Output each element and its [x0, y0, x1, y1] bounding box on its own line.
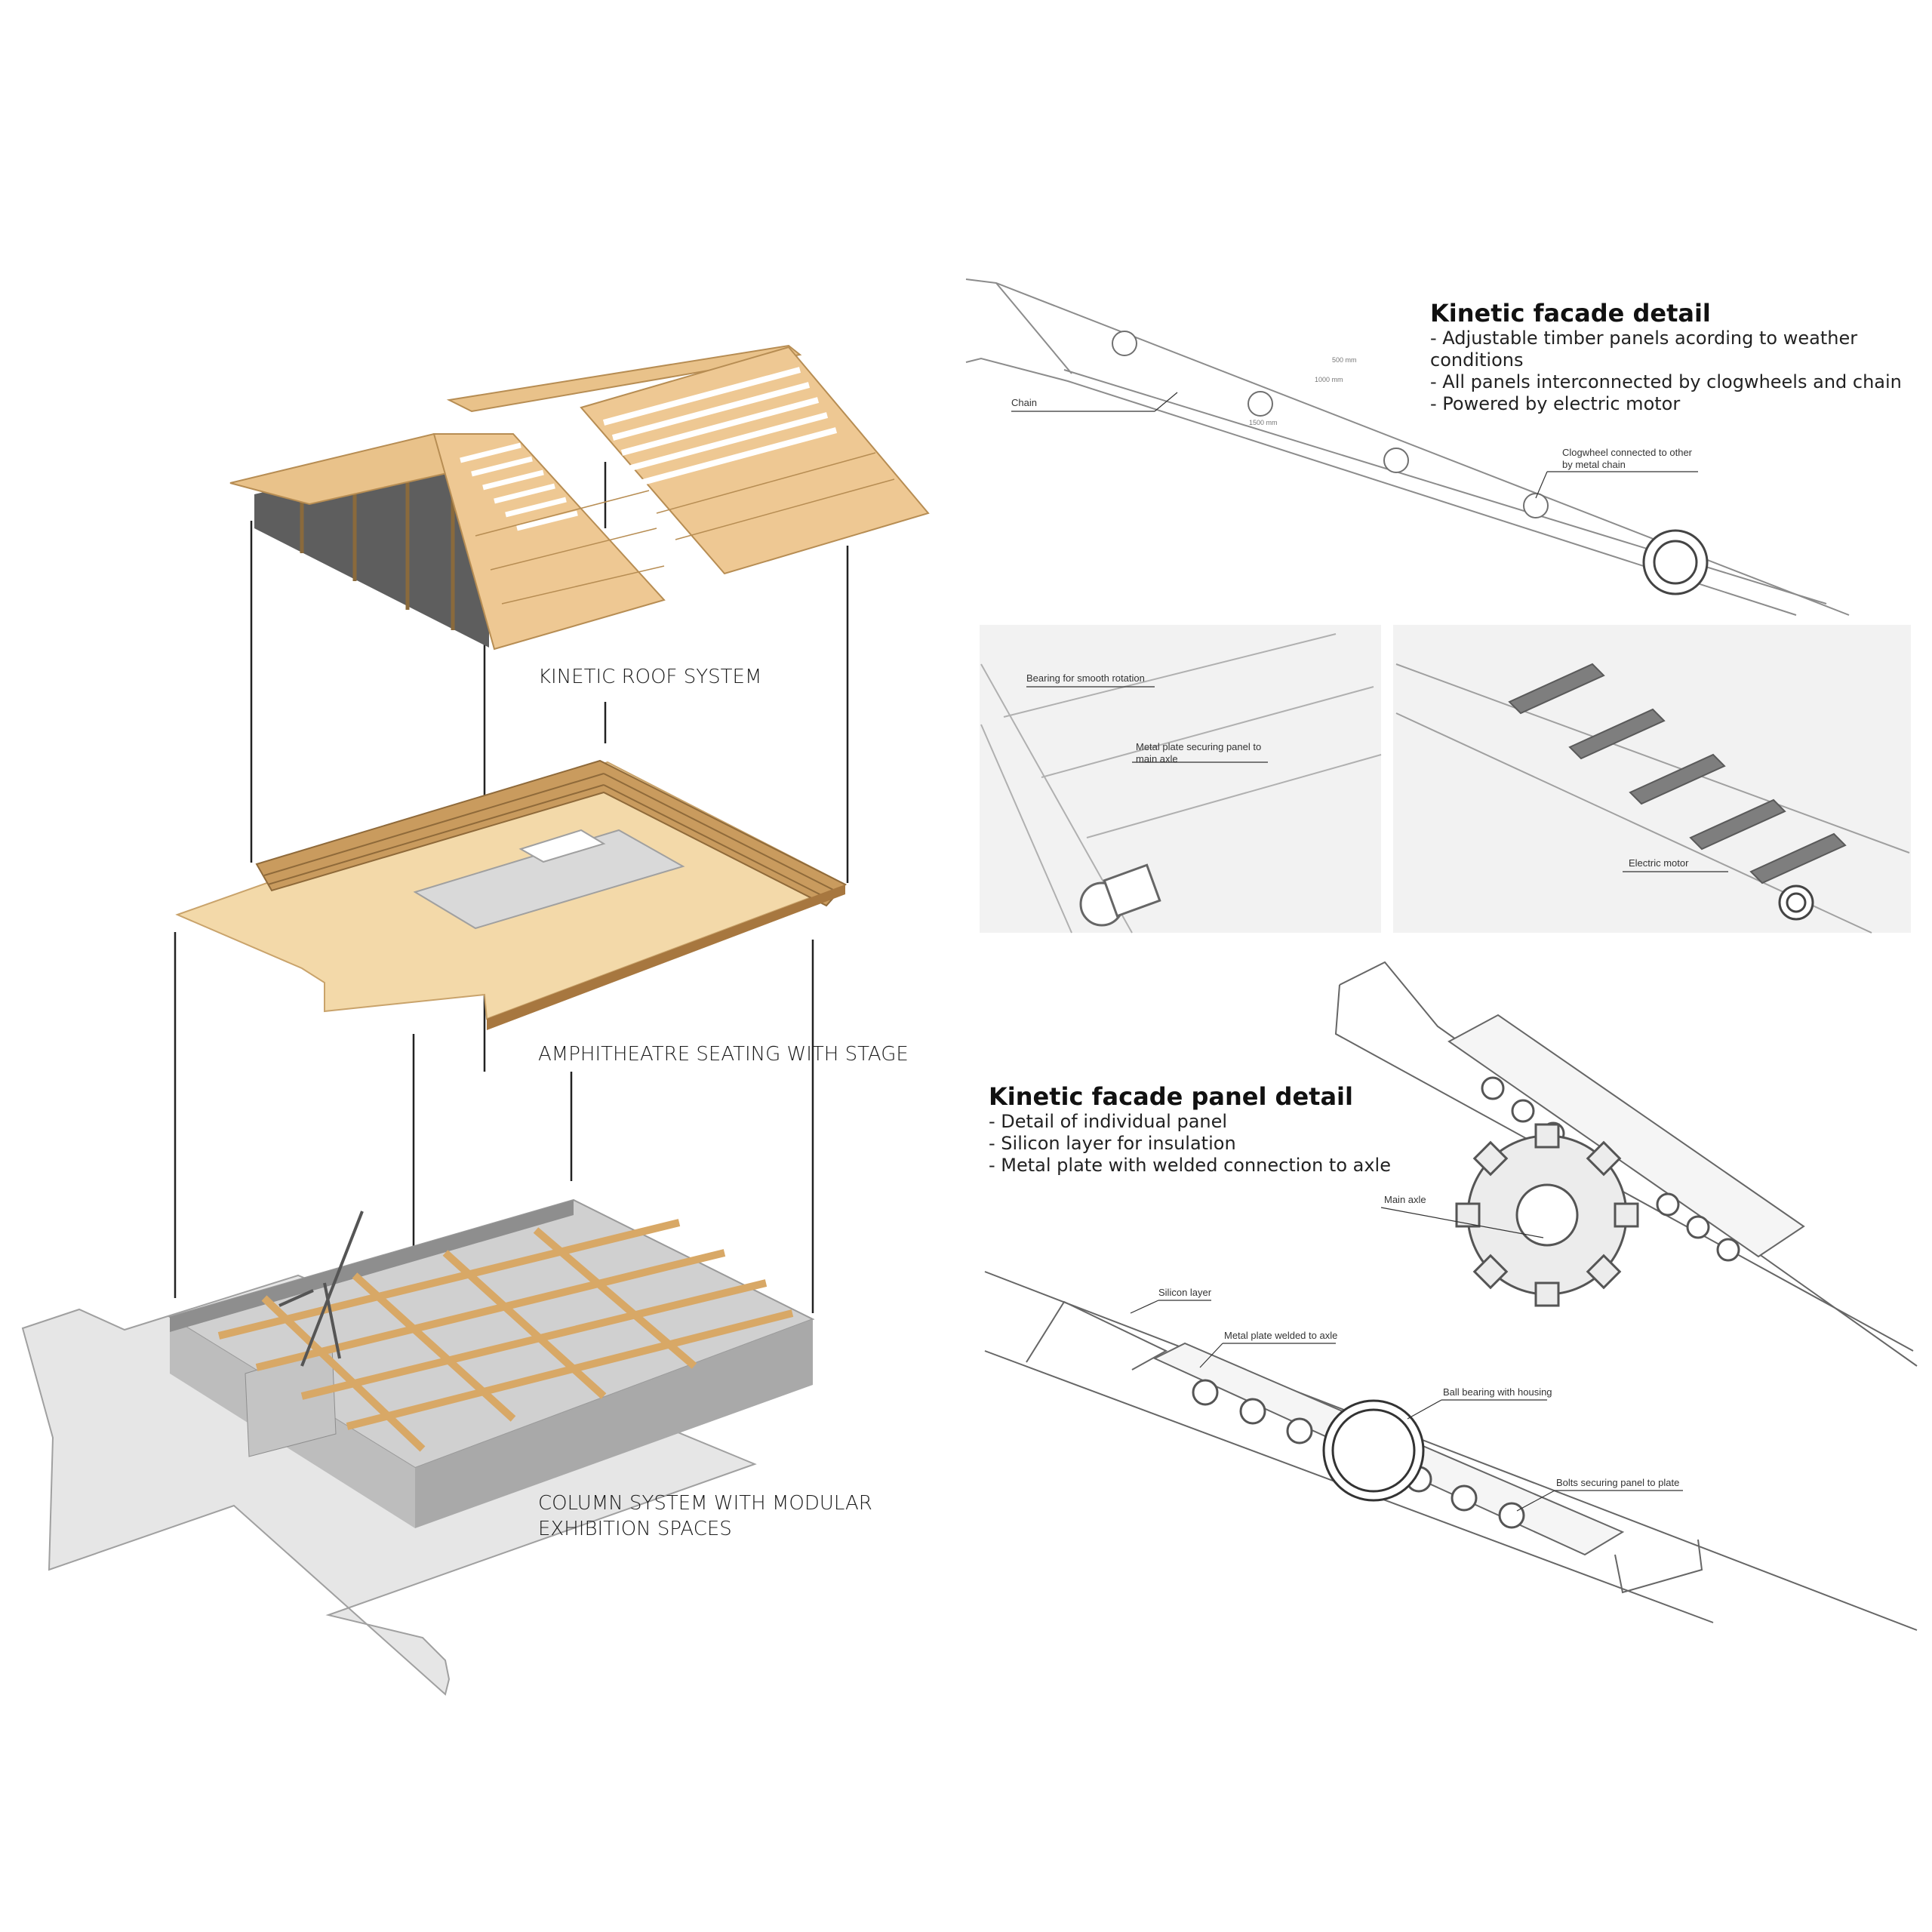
roof-right-gable	[446, 344, 930, 575]
base-wall-south	[415, 1319, 813, 1528]
kinetic-facade-title: Kinetic facade detail	[1430, 299, 1711, 328]
lower-plate-bolts	[1192, 1379, 1525, 1529]
louver-panels	[1508, 663, 1847, 884]
base-wall-north	[170, 1200, 574, 1332]
upper-plate	[1447, 1014, 1805, 1258]
bolts-callout: Bolts securing panel to plate	[1556, 1477, 1680, 1488]
dimension-1: 1500 mm	[1249, 419, 1278, 426]
motor-callout: Electric motor	[1629, 857, 1689, 869]
dimension-2: 500 mm	[1332, 356, 1357, 364]
ball-bearing	[1322, 1399, 1425, 1502]
plate-callout-line1: Metal plate securing panel to	[1136, 741, 1262, 752]
roof-left-gable	[229, 432, 666, 651]
stage-gray-panel-2	[518, 829, 606, 863]
amphitheatre-platform	[175, 759, 848, 1030]
timber-column-grid	[217, 1219, 794, 1452]
clogwheels	[1112, 331, 1549, 518]
right-roof-louvers	[602, 367, 838, 486]
plate-welded-callout: Metal plate welded to axle	[1224, 1330, 1338, 1341]
column-system-base	[21, 1198, 815, 1696]
detail-view-right	[1393, 625, 1911, 933]
main-axle-callout: Main axle	[1384, 1194, 1426, 1205]
clogwheel-callout-line1: Clogwheel connected to other	[1562, 447, 1693, 458]
ball-bearing-callout: Ball bearing with housing	[1443, 1386, 1552, 1398]
silicon-callout: Silicon layer	[1158, 1287, 1212, 1298]
panel-bullet-1: - Detail of individual panel	[989, 1111, 1228, 1132]
motor-right	[1778, 884, 1814, 921]
detail-view-left	[980, 625, 1381, 933]
electric-motor	[1642, 529, 1709, 595]
kinetic-facade-bullets: - Adjustable timber panels acording to w…	[1430, 328, 1932, 415]
bullet-3: - Powered by electric motor	[1430, 393, 1681, 414]
column-label-line1: COLUMN SYSTEM WITH MODULAR	[538, 1492, 872, 1515]
main-axle-gear	[1455, 1123, 1639, 1307]
bullet-2: - All panels interconnected by clogwheel…	[1430, 371, 1902, 392]
bearing-callout: Bearing for smooth rotation	[1026, 672, 1145, 684]
crane-structure	[278, 1211, 364, 1367]
clogwheel-callout-line2: by metal chain	[1562, 459, 1626, 470]
motor-left	[1079, 863, 1161, 927]
plate-callout-line2: main axle	[1136, 753, 1178, 764]
bullet-1: - Adjustable timber panels acording to w…	[1430, 328, 1858, 371]
panel-bullet-3: - Metal plate with welded connection to …	[989, 1155, 1391, 1176]
right-roof-slope-west	[446, 344, 802, 413]
left-roof-louvers	[460, 442, 578, 531]
chain-callout: Chain	[1011, 397, 1037, 408]
panel-detail-title: Kinetic facade panel detail	[989, 1082, 1353, 1111]
dimension-3: 1000 mm	[1315, 376, 1343, 383]
column-label-line2: EXHIBITION SPACES	[538, 1518, 732, 1540]
stage-edge	[487, 884, 845, 1030]
panel-bullet-2: - Silicon layer for insulation	[989, 1133, 1236, 1154]
panel-detail-bullets: - Detail of individual panel - Silicon l…	[989, 1111, 1391, 1177]
roof-label: KINETIC ROOF SYSTEM	[538, 666, 761, 688]
amphitheatre-label: AMPHITHEATRE SEATING WITH STAGE	[538, 1043, 909, 1066]
